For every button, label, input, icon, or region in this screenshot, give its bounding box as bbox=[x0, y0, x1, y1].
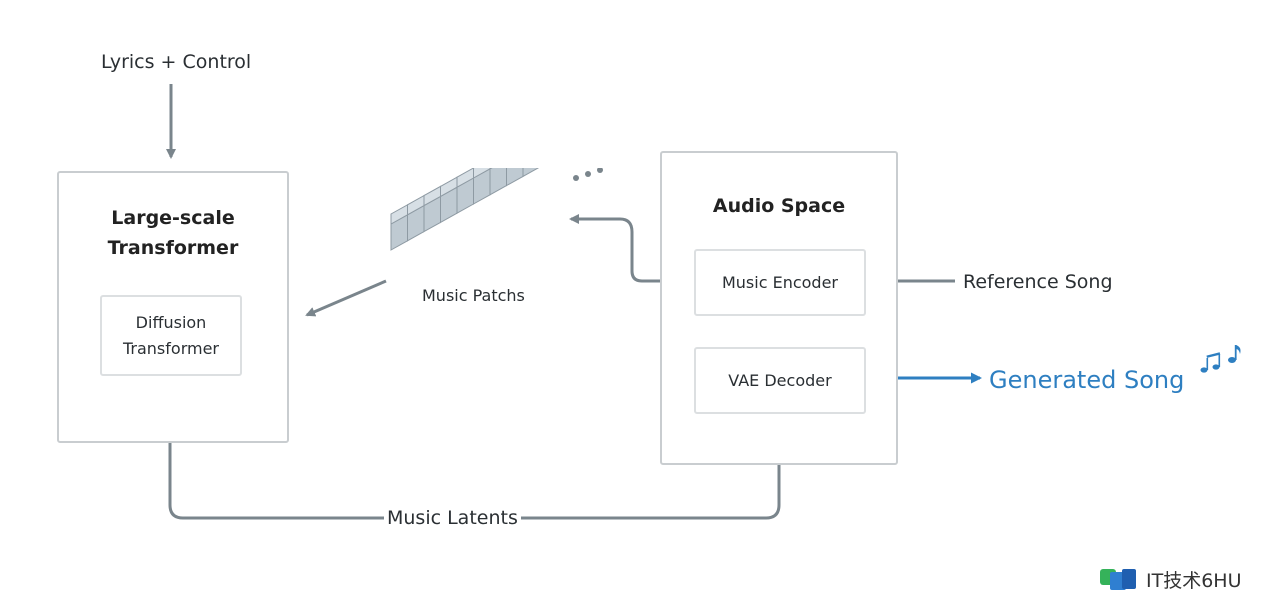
music-encoder-box: Music Encoder bbox=[694, 249, 866, 316]
ellipsis-dot-3 bbox=[597, 168, 603, 173]
transformer-title: Large-scale Transformer bbox=[59, 203, 287, 263]
vae-decoder-label: VAE Decoder bbox=[728, 370, 832, 390]
music-patches-strip bbox=[390, 168, 603, 251]
music-latents-label: Music Latents bbox=[384, 506, 521, 530]
watermark-logo-icon bbox=[1100, 569, 1136, 590]
reference-song-label: Reference Song bbox=[963, 271, 1113, 293]
patch-cube bbox=[489, 168, 507, 196]
diffusion-line1: Diffusion bbox=[135, 312, 207, 332]
patch-cubes bbox=[390, 168, 540, 251]
patch-cube-top bbox=[489, 168, 493, 170]
ellipsis-dot-1 bbox=[573, 175, 579, 181]
ellipsis-dot-2 bbox=[585, 171, 591, 177]
diffusion-line2: Transformer bbox=[122, 338, 219, 358]
music-encoder-label: Music Encoder bbox=[721, 272, 839, 292]
encoder-to-patches-arrow bbox=[569, 214, 688, 283]
lyrics-control-label: Lyrics + Control bbox=[101, 51, 252, 73]
diffusion-transformer-box: Diffusion Transformer bbox=[100, 295, 242, 376]
watermark-text: IT技术6HU bbox=[1146, 569, 1242, 592]
vae-decoder-box: VAE Decoder bbox=[694, 347, 866, 414]
watermark: IT技术6HU bbox=[1098, 564, 1242, 594]
patches-to-transformer-arrow bbox=[305, 279, 387, 317]
generated-song-label: Generated Song bbox=[989, 366, 1185, 394]
music-patches-label: Music Patchs bbox=[422, 286, 525, 305]
audio-space-box: Audio Space Music Encoder VAE Decoder bbox=[660, 151, 898, 465]
patch-cube bbox=[522, 168, 540, 178]
patch-cube bbox=[506, 168, 524, 187]
patch-cube-top bbox=[473, 168, 491, 179]
audio-space-title: Audio Space bbox=[712, 195, 846, 217]
music-notes-icon bbox=[1200, 345, 1241, 373]
transformer-title-line1: Large-scale bbox=[111, 207, 235, 229]
transformer-title-line2: Transformer bbox=[107, 237, 239, 259]
patch-cube-top bbox=[456, 168, 474, 189]
transformer-box: Large-scale Transformer Diffusion Transf… bbox=[57, 171, 289, 443]
